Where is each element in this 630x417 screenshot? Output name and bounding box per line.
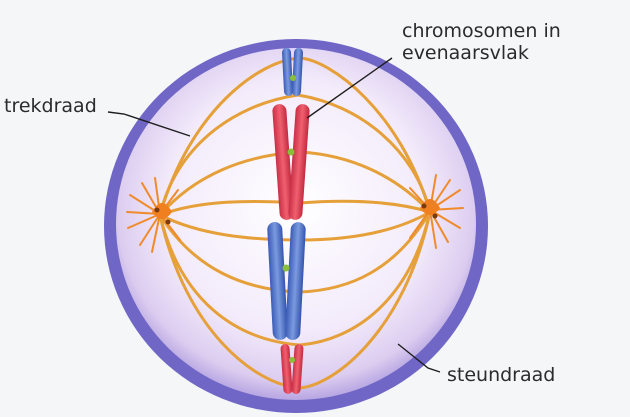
leader-steundraad xyxy=(397,343,441,373)
leader-trekdraad xyxy=(107,111,191,137)
chromosomes-label: chromosomen in evenaarsvlak xyxy=(402,20,561,64)
chromosome xyxy=(288,104,310,220)
spindle-fiber xyxy=(158,93,300,217)
support-fiber-label: steundraad xyxy=(447,364,556,386)
chromosome xyxy=(281,48,294,96)
spindle-fiber xyxy=(158,213,302,390)
centrosome-right xyxy=(409,174,464,249)
chromosome xyxy=(272,104,294,220)
leader-lines xyxy=(107,57,441,373)
spindle-fiber xyxy=(296,93,432,214)
chromosomes-label-line1: chromosomen in xyxy=(402,20,561,42)
pulling-fiber-label: trekdraad xyxy=(4,95,97,117)
centrosome-left xyxy=(126,177,181,253)
chromosomes xyxy=(267,48,310,394)
spindle-fiber xyxy=(298,199,432,214)
spindle-fiber xyxy=(298,150,432,214)
spindle-fiber xyxy=(298,210,432,390)
spindle-fiber xyxy=(298,210,432,242)
chromosome xyxy=(291,48,304,96)
chromosome xyxy=(291,344,304,394)
spindle-fiber xyxy=(298,210,432,294)
chromosome xyxy=(280,344,293,394)
chromosome xyxy=(285,222,306,340)
leader-chromosomes xyxy=(306,57,393,119)
chromosome xyxy=(267,222,288,340)
chromosomes-label-line2: evenaarsvlak xyxy=(402,42,529,64)
